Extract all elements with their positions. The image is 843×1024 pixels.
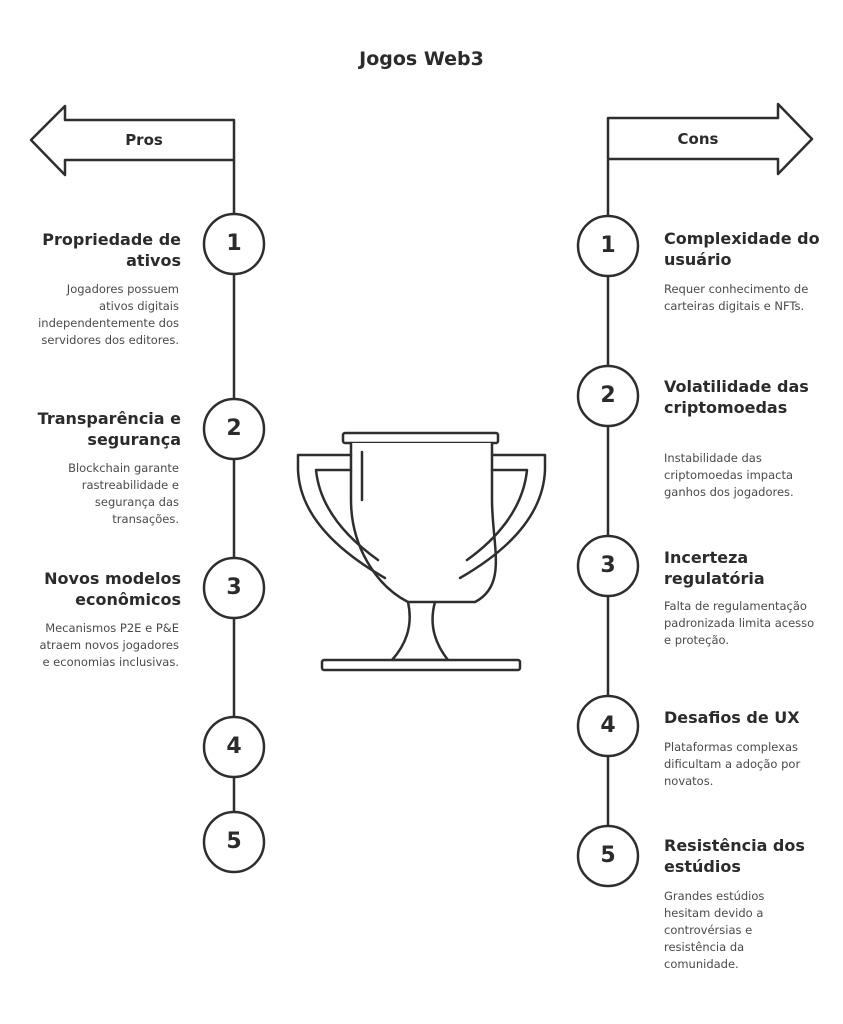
- pros-item-desc-3: Mecanismos P2E e P&E atraem novos jogado…: [39, 621, 179, 669]
- pros-node-1: [202, 212, 266, 276]
- page-title: Jogos Web3: [359, 48, 484, 70]
- cons-node-4: [576, 694, 640, 758]
- trophy-icon: [296, 431, 547, 672]
- pros-arrow-shape: [29, 104, 236, 177]
- cons-item-title-5: Resistência dos estúdios: [664, 836, 805, 876]
- pros-item-title-1: Propriedade de ativos: [42, 230, 181, 270]
- cons-number-3: 3: [600, 553, 616, 578]
- pros-node-5: [202, 810, 266, 874]
- cons-item-title-3: Incerteza regulatória: [664, 548, 765, 588]
- pros-number-5: 5: [226, 829, 242, 854]
- cons-item-desc-2: Instabilidade das criptomoedas impacta g…: [664, 451, 794, 499]
- cons-node-3: [576, 534, 640, 598]
- pros-number-3: 3: [226, 575, 242, 600]
- cons-number-5: 5: [600, 843, 616, 868]
- pros-item-title-2: Transparência e segurança: [37, 409, 181, 449]
- pros-number-4: 4: [226, 734, 242, 759]
- cons-item-desc-5: Grandes estúdios hesitam devido a contro…: [664, 889, 765, 971]
- cons-item-desc-1: Requer conhecimento de carteiras digitai…: [664, 282, 809, 313]
- cons-node-5: [576, 824, 640, 888]
- cons-item-title-4: Desafios de UX: [664, 708, 800, 727]
- cons-label: Cons: [677, 130, 719, 148]
- cons-number-4: 4: [600, 713, 616, 738]
- cons-arrow-shape: [606, 102, 814, 176]
- pros-number-2: 2: [226, 416, 242, 441]
- pros-item-desc-1: Jogadores possuem ativos digitais indepe…: [38, 282, 179, 347]
- pros-node-2: [202, 397, 266, 461]
- cons-number-1: 1: [600, 233, 616, 258]
- pros-label: Pros: [125, 131, 163, 149]
- pros-node-3: [202, 556, 266, 620]
- cons-item-title-2: Volatilidade das criptomoedas: [664, 377, 809, 417]
- cons-node-1: [576, 214, 640, 278]
- pros-number-1: 1: [226, 231, 242, 256]
- cons-item-title-1: Complexidade do usuário: [664, 229, 820, 269]
- cons-item-desc-4: Plataformas complexas dificultam a adoçã…: [664, 740, 801, 788]
- pros-item-title-3: Novos modelos econômicos: [44, 569, 181, 609]
- cons-item-desc-3: Falta de regulamentação padronizada limi…: [664, 599, 815, 647]
- cons-number-2: 2: [600, 383, 616, 408]
- pros-item-desc-2: Blockchain garante rastreabilidade e seg…: [68, 461, 179, 526]
- cons-node-2: [576, 364, 640, 428]
- pros-node-4: [202, 715, 266, 779]
